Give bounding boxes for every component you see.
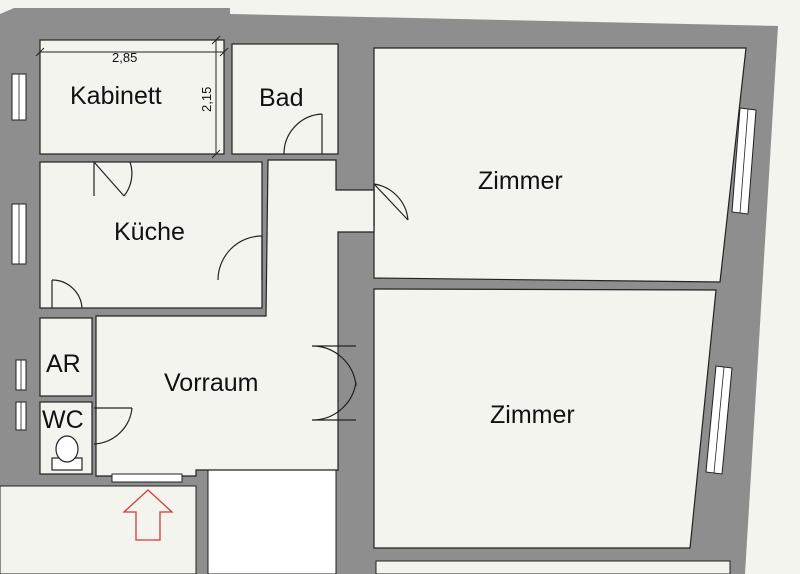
room-zimmer-bottom [373, 288, 717, 549]
label-bad: Bad [259, 84, 303, 112]
label-kabinett: Kabinett [70, 82, 162, 110]
window-glazing-left [18, 74, 22, 430]
window-glazing-right [713, 108, 749, 474]
door-bad-swing [283, 113, 323, 155]
dimension-kabinett-width: 2,85 [112, 50, 137, 65]
door-kueche-side-swing [217, 235, 263, 281]
room-bad [231, 43, 339, 155]
label-wc: WC [42, 406, 84, 434]
label-zimmer-bottom: Zimmer [490, 401, 575, 429]
entrance-opening [111, 473, 183, 483]
door-zimmer-top-swing [373, 183, 409, 226]
dimension-lines [35, 35, 229, 159]
toilet-icon [51, 435, 83, 471]
room-ar [39, 317, 93, 397]
doors [51, 113, 409, 445]
door-kueche-bottom-swing [51, 279, 83, 309]
door-zimmer-bottom-swing-b [311, 381, 357, 421]
label-vorraum: Vorraum [164, 369, 258, 397]
label-zimmer-top: Zimmer [478, 167, 563, 195]
label-ar: AR [46, 350, 81, 378]
door-wc-swing [93, 407, 133, 445]
door-kueche-top-leaf [93, 161, 125, 197]
room-kabinett [39, 39, 225, 155]
room-zimmer-top [373, 47, 747, 283]
room-vorraum [95, 159, 375, 477]
door-zimmer-top-leaf [373, 183, 409, 221]
dimension-kabinett-depth: 2,15 [199, 87, 214, 112]
entrance-arrow-icon [122, 489, 174, 541]
label-kueche: Küche [114, 218, 185, 246]
door-kueche-top-swing [93, 161, 133, 197]
room-kueche [39, 161, 263, 309]
door-zimmer-bottom-swing-a [311, 345, 357, 387]
room-floors [39, 39, 747, 549]
neighbour-room-bottom [375, 560, 731, 574]
outside-area-left [0, 485, 197, 574]
stairwell-area [207, 462, 337, 574]
